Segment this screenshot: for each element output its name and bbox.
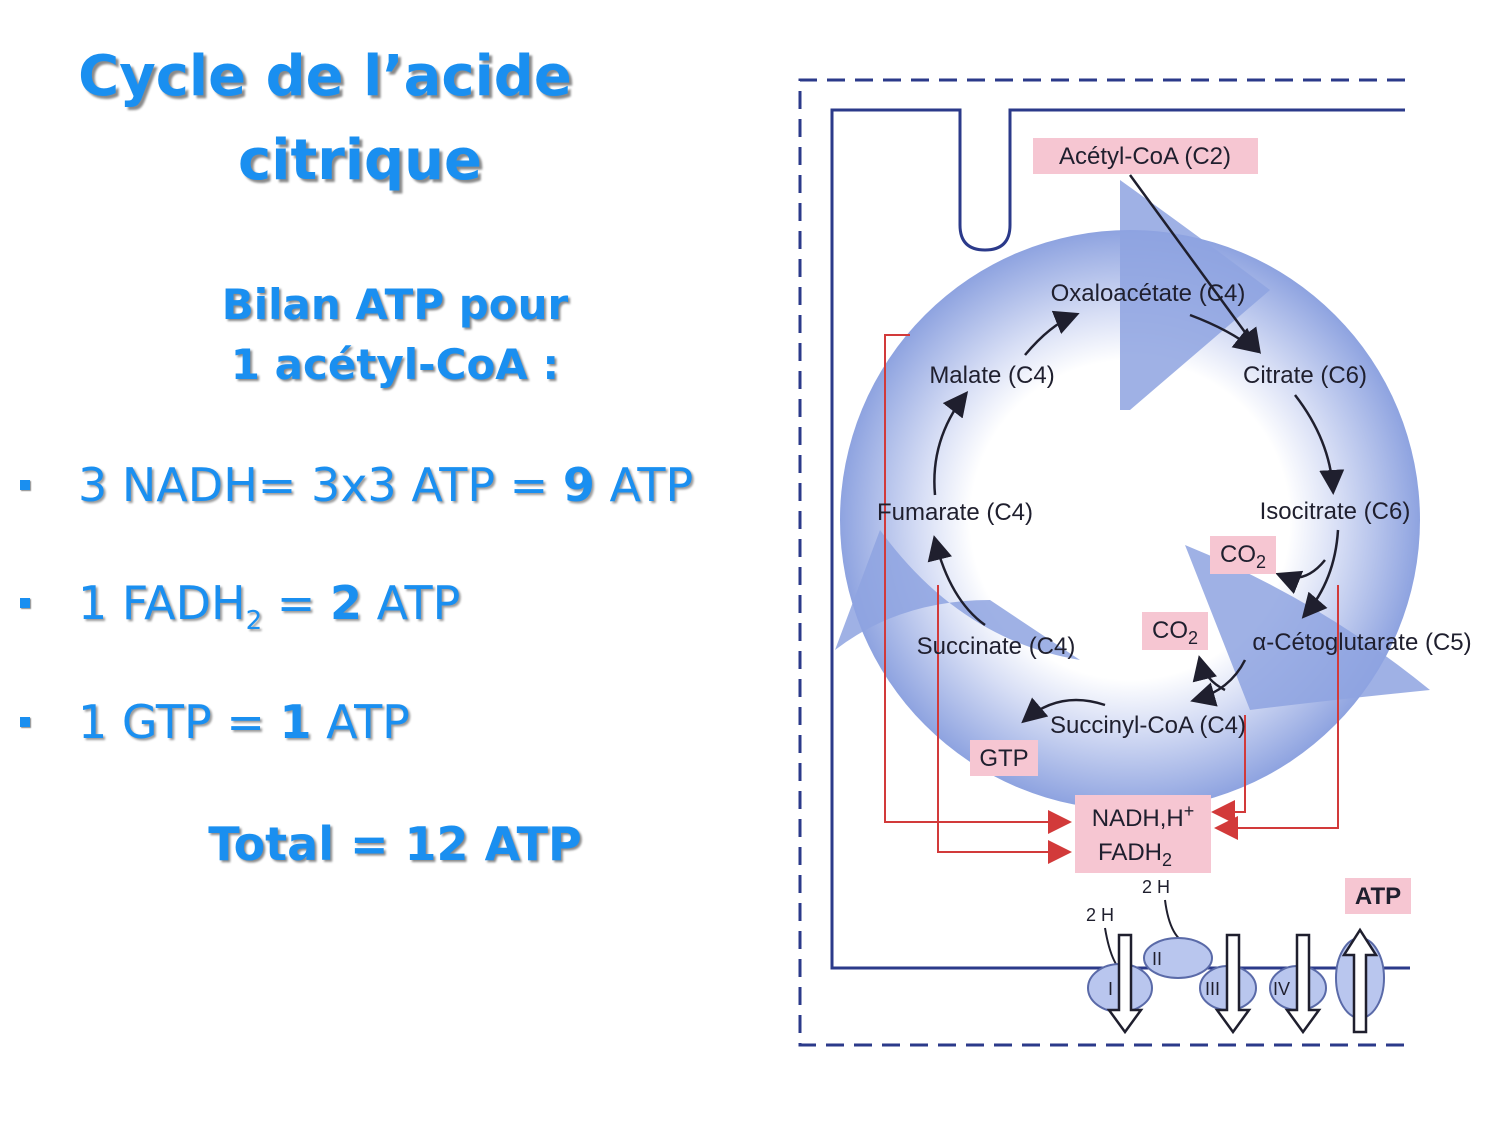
subtitle-line-1: Bilan ATP pour	[221, 280, 569, 329]
isocitrate-label: Isocitrate (C6)	[1260, 498, 1411, 525]
gtp-label: GTP	[979, 745, 1028, 772]
co2-label-2: CO2	[1152, 617, 1198, 648]
atp-box	[1345, 878, 1411, 914]
co2-label-1: CO2	[1220, 541, 1266, 572]
slide-title-line-1: Cycle de l’acide	[78, 44, 572, 109]
bullet-marker	[20, 479, 30, 490]
fumarate-label: Fumarate (C4)	[877, 499, 1033, 526]
oxaloacetate-label: Oxaloacétate (C4)	[1051, 280, 1246, 307]
alpha-ketoglutarate-label: α-Cétoglutarate (C5)	[1252, 629, 1471, 656]
bullet-marker	[20, 716, 30, 727]
svg-text:I: I	[1108, 979, 1113, 999]
acetyl-coa-box	[1033, 138, 1258, 174]
total-atp: Total = 12 ATP	[208, 817, 582, 871]
malate-label: Malate (C4)	[929, 362, 1054, 389]
two-h-label-2: 2 H	[1086, 905, 1114, 925]
inner-membrane	[830, 108, 1410, 970]
succinyl-coa-label: Succinyl-CoA (C4)	[1050, 712, 1246, 739]
two-h-label-1: 2 H	[1142, 877, 1170, 897]
subtitle-line-2: 1 acétyl-CoA :	[230, 340, 560, 389]
acetyl-coa-label: Acétyl-CoA (C2)	[1059, 143, 1231, 170]
proton-pump-arrows	[1106, 927, 1379, 1035]
respiratory-chain: I II III IV	[1087, 937, 1385, 1019]
bullet-fadh2: 1 FADH2 = 2 ATP	[20, 573, 460, 634]
complex-2	[1143, 937, 1213, 979]
succinate-label: Succinate (C4)	[917, 633, 1076, 660]
nadh-collection-lines	[884, 334, 1339, 864]
svg-text:II: II	[1152, 949, 1162, 969]
bullet-marker	[20, 597, 30, 608]
bullet-gtp: 1 GTP = 1 ATP	[20, 692, 410, 752]
gtp-box	[970, 740, 1038, 776]
svg-text:IV: IV	[1273, 979, 1290, 999]
cycle-step-arrows	[927, 310, 1345, 724]
big-arrow-left	[835, 530, 1080, 660]
big-arrow-right	[1185, 545, 1430, 710]
nadh-fadh-box	[1075, 795, 1211, 873]
slide-title-line-2: citrique	[238, 128, 482, 193]
nadh-label: NADH,H+	[1092, 801, 1195, 832]
fadh2-label: FADH2	[1098, 839, 1172, 870]
bullet-nadh: 3 NADH= 3x3 ATP = 9 ATP	[20, 455, 693, 515]
acetyl-input-arrow	[1128, 174, 1261, 355]
atp-label: ATP	[1355, 883, 1401, 910]
citrate-label: Citrate (C6)	[1243, 362, 1367, 389]
svg-text:III: III	[1205, 979, 1220, 999]
co2-box-2	[1142, 612, 1208, 650]
co2-box-1	[1210, 536, 1276, 574]
big-arrow-top	[1120, 180, 1270, 410]
